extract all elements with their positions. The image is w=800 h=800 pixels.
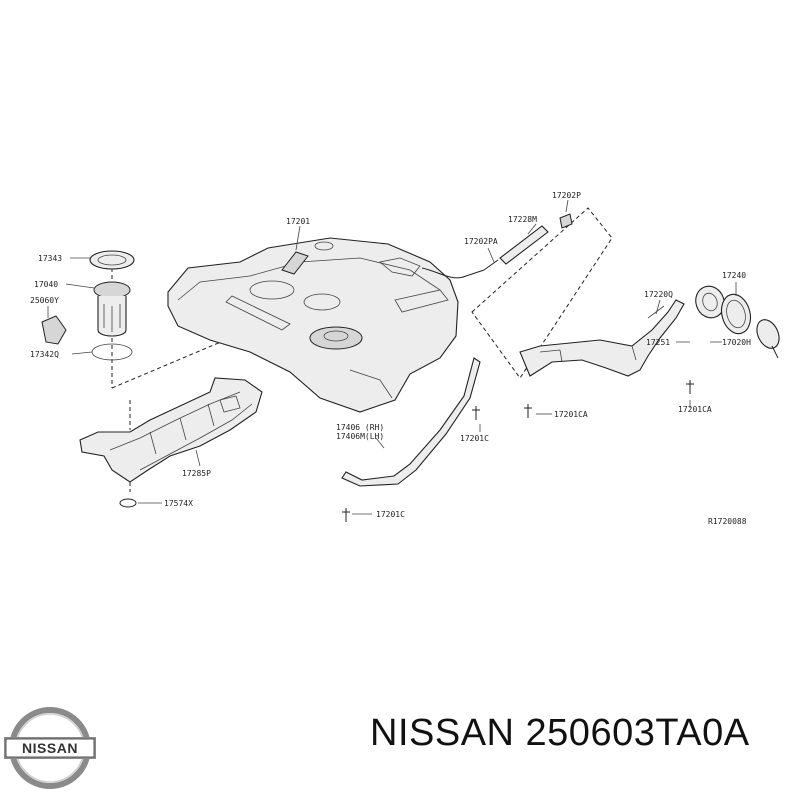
filler-cap-assembly xyxy=(695,285,780,359)
label-17251: 17251 xyxy=(646,338,670,347)
label-17240: 17240 xyxy=(722,271,746,280)
label-17406m: 17406M(LH) xyxy=(336,432,384,441)
label-17202pa: 17202PA xyxy=(464,237,498,246)
label-17201c-upper: 17201C xyxy=(460,434,489,443)
label-17201ca-left: 17201CA xyxy=(554,410,588,419)
leader-lines xyxy=(47,199,737,515)
label-17201c-lower: 17201C xyxy=(376,510,405,519)
label-17201ca-right: 17201CA xyxy=(678,405,712,414)
fuel-tank xyxy=(167,237,485,413)
part-number-caption: NISSAN 250603TA0A xyxy=(370,712,750,754)
svg-text:NISSAN: NISSAN xyxy=(22,740,78,756)
label-17228m: 17228M xyxy=(508,215,537,224)
label-17020h: 17020H xyxy=(722,338,751,347)
label-17201: 17201 xyxy=(286,217,310,226)
filler-tube xyxy=(519,299,685,377)
fuel-pump-assembly xyxy=(41,250,135,361)
label-17342q: 17342Q xyxy=(30,350,59,359)
label-17220q: 17220Q xyxy=(644,290,673,299)
label-17574x: 17574X xyxy=(164,499,193,508)
nissan-logo: NISSAN xyxy=(4,707,96,789)
heat-shield xyxy=(79,377,263,483)
label-17343: 17343 xyxy=(38,254,62,263)
label-17040: 17040 xyxy=(34,280,58,289)
label-25060y: 25060Y xyxy=(30,296,59,305)
label-17406: 17406 (RH) xyxy=(336,423,384,432)
reference-code: R1720088 xyxy=(708,517,747,526)
label-17285p: 17285P xyxy=(182,469,211,478)
label-17202p: 17202P xyxy=(552,191,581,200)
fasteners xyxy=(119,380,694,522)
part-labels: 17343 17040 25060Y 17342Q 17201 17202PA … xyxy=(30,191,751,526)
tank-strap xyxy=(341,357,481,487)
vent-hose xyxy=(483,213,573,271)
